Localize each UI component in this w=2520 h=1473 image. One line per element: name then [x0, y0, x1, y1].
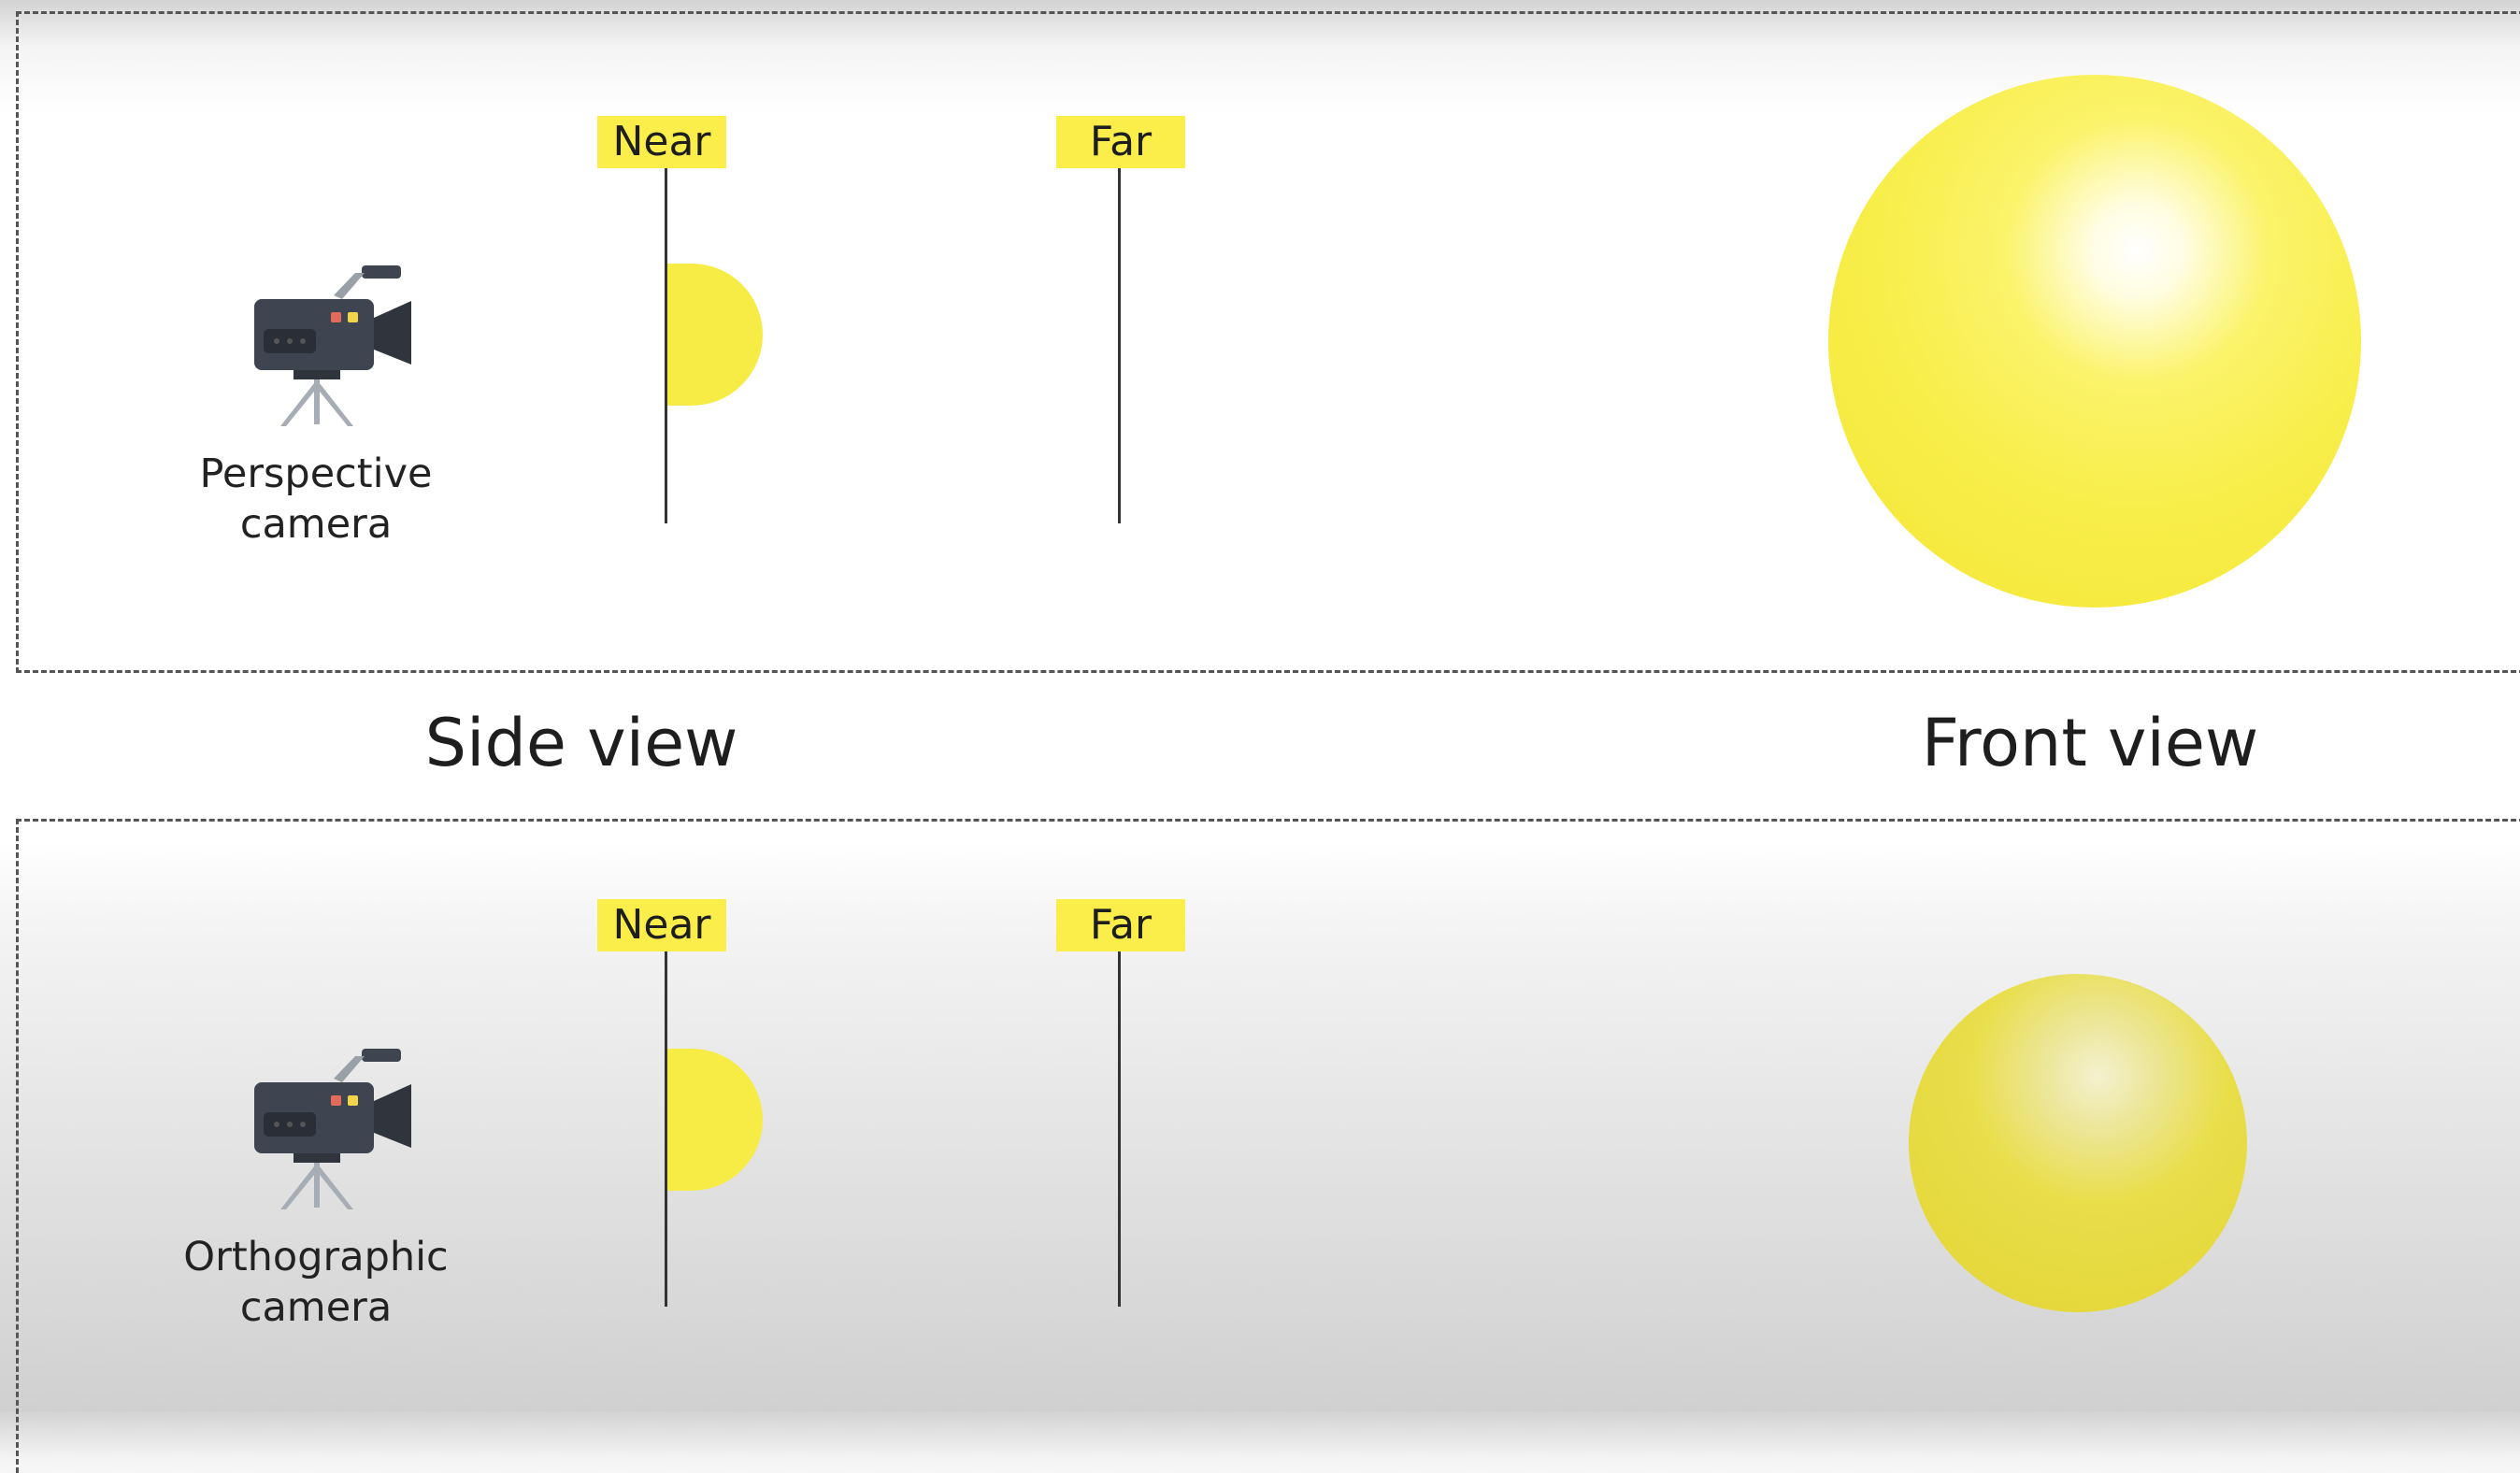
far-plane-line: [1118, 168, 1121, 523]
perspective-camera-label-line1: Perspective: [199, 450, 433, 497]
perspective-camera-label: Perspective camera: [129, 449, 503, 550]
front-view-label: Front view: [1921, 705, 2259, 781]
near-plane-tag: Near: [597, 899, 726, 951]
near-plane-line: [665, 951, 667, 1307]
orthographic-camera-label-line1: Orthographic: [183, 1234, 449, 1280]
far-plane-line: [1118, 951, 1121, 1307]
front-view-sphere-large: [1828, 75, 2361, 608]
video-camera-icon: [254, 265, 411, 426]
side-view-label: Side view: [424, 705, 738, 781]
near-plane-tag: Near: [597, 116, 726, 168]
orthographic-camera-label: Orthographic camera: [129, 1232, 503, 1333]
far-plane-tag: Far: [1056, 116, 1185, 168]
orthographic-camera-label-line2: camera: [239, 1284, 393, 1331]
near-plane-line: [665, 168, 667, 523]
far-plane-tag: Far: [1056, 899, 1185, 951]
orthographic-panel: [16, 819, 2520, 1473]
perspective-camera-label-line2: camera: [239, 501, 393, 548]
front-view-sphere-small: [1909, 974, 2247, 1312]
video-camera-icon: [254, 1049, 411, 1209]
perspective-panel: [16, 11, 2520, 673]
